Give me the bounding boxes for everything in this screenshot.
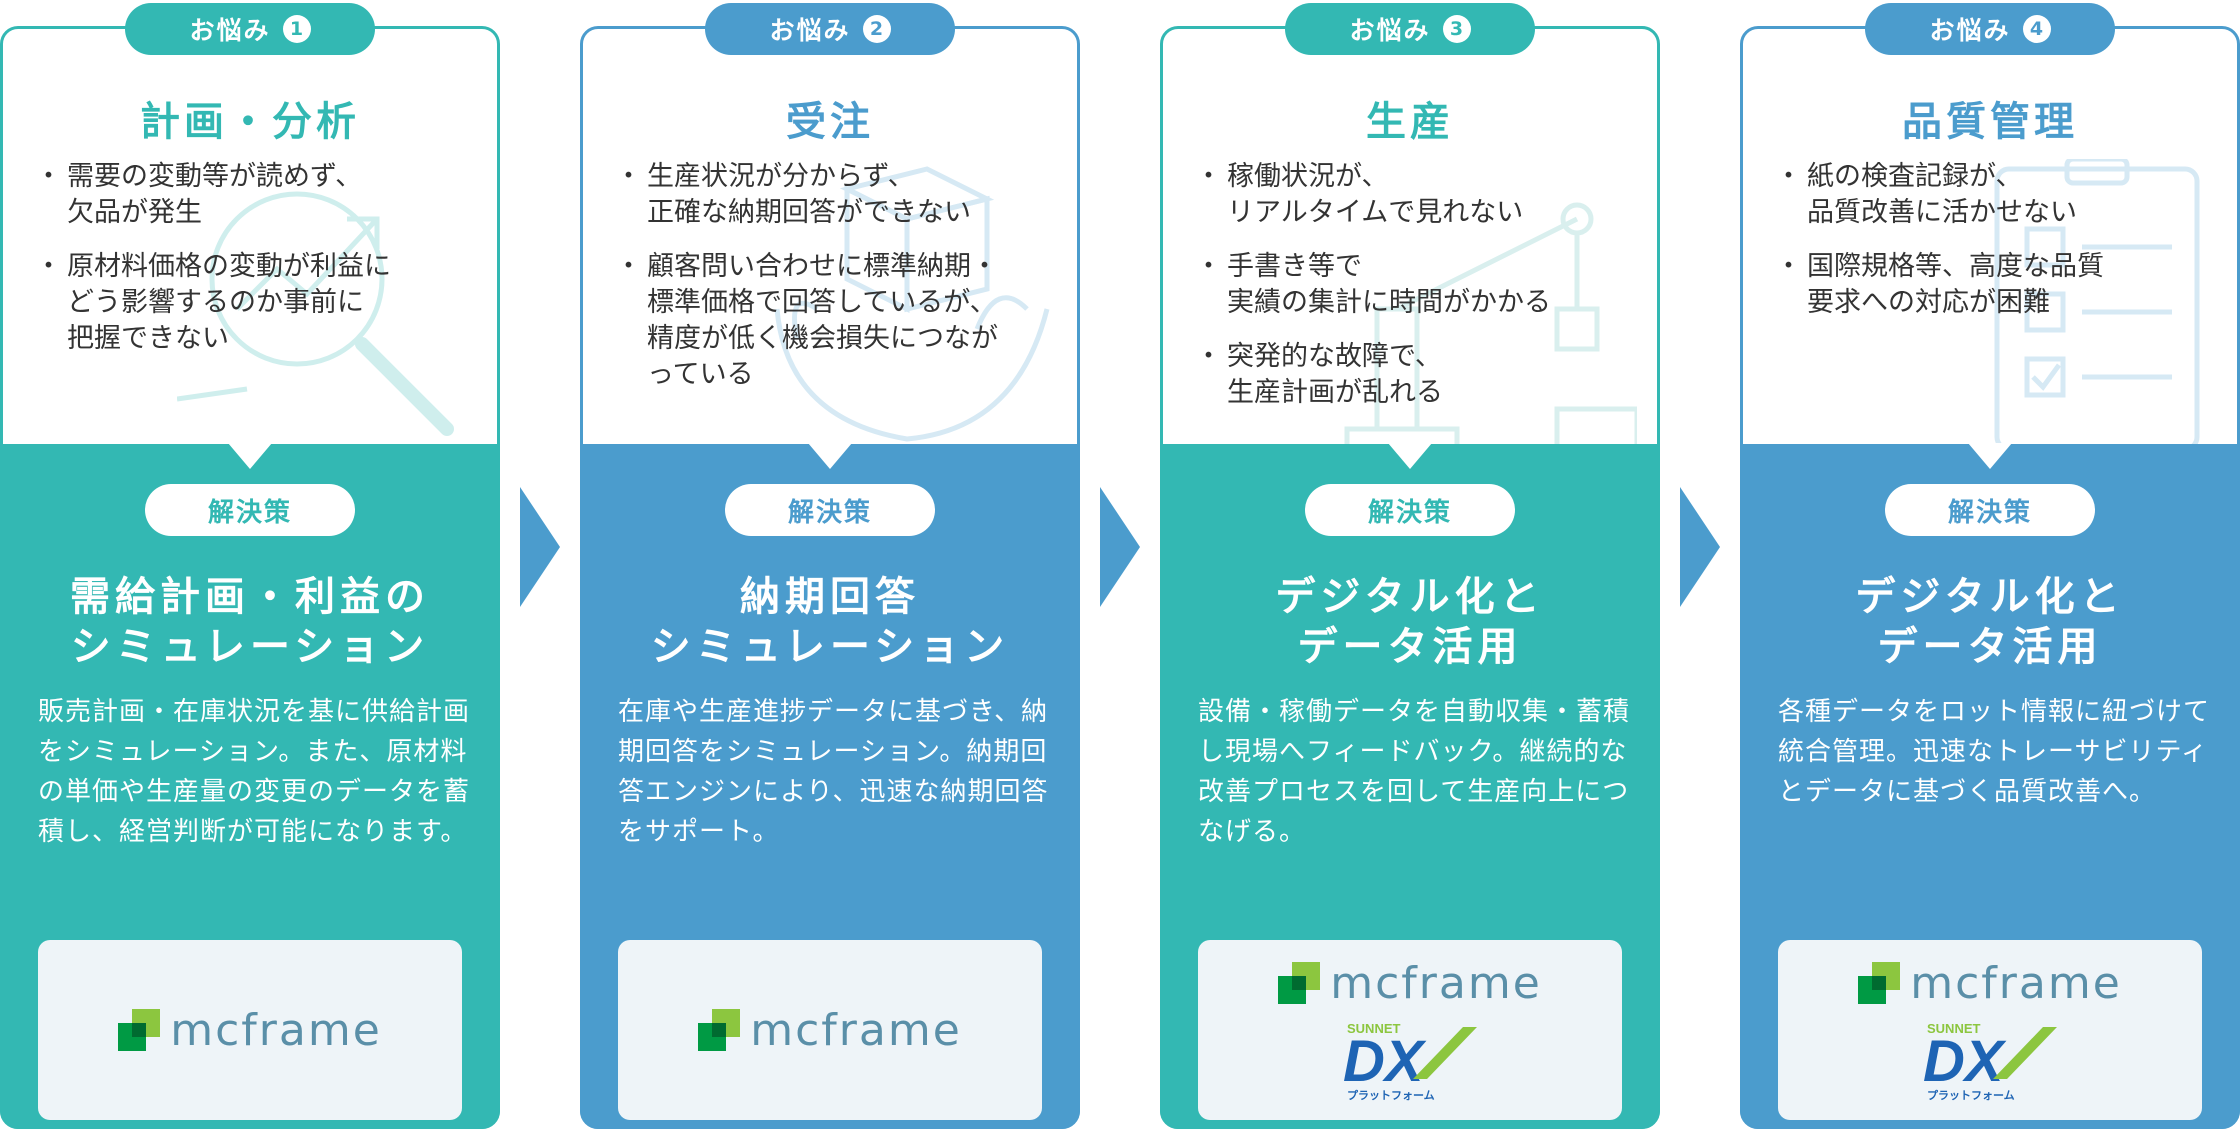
- solution-panel: 解決策 納期回答 シミュレーション 在庫や生産進捗データに基づき、納期回答をシミ…: [580, 443, 1080, 1129]
- solution-description: 在庫や生産進捗データに基づき、納期回答をシミュレーション。納期回答エンジンにより…: [618, 697, 1049, 847]
- solution-panel: 解決策 デジタル化と データ活用 設備・稼働データを自動収集・蓄積し現場へフィー…: [1160, 443, 1660, 1129]
- worry-badge: お悩み 4: [1865, 3, 2115, 55]
- worry-badge: お悩み 2: [705, 3, 955, 55]
- problem-list: 紙の検査記録が、 品質改善に活かせない 国際規格等、高度な品質 要求への対応が困…: [1775, 159, 2217, 339]
- solution-title: 納期回答 シミュレーション: [650, 574, 1010, 670]
- problem-title: 品質管理: [1902, 99, 2078, 145]
- mcframe-logo: mcframe: [1858, 958, 2122, 1009]
- product-logo-box: mcframe SUNNET DX プラットフォーム: [1198, 940, 1622, 1120]
- pointer-notch: [808, 443, 852, 469]
- solution-description: 販売計画・在庫状況を基に供給計画をシミュレーション。また、原材料の単価や生産量の…: [38, 697, 471, 847]
- worry-card-3: お悩み 3 生産 稼働状況が、 リアルタイムで見れない 手書き等で 実績の集計に…: [1160, 3, 1660, 1129]
- solution-panel: 解決策 デジタル化と データ活用 各種データをロット情報に紐づけて統合管理。迅速…: [1740, 443, 2240, 1129]
- solution-badge: 解決策: [1305, 484, 1515, 536]
- mcframe-mark-icon: [1278, 962, 1321, 1004]
- solution-title: デジタル化と データ活用: [1855, 574, 2125, 670]
- worry-badge-label: お悩み: [769, 16, 851, 45]
- dx-logo-text: DX: [1923, 1029, 2007, 1094]
- mcframe-logo-text: mcframe: [750, 1004, 962, 1056]
- problem-list: 生産状況が分からず、 正確な納期回答ができない 顧客問い合わせに標準納期・ 標準…: [615, 159, 1057, 411]
- problem-item: 需要の変動等が読めず、 欠品が発生: [35, 159, 477, 231]
- solution-title: デジタル化と データ活用: [1275, 574, 1545, 670]
- worry-badge-number: 2: [862, 15, 891, 43]
- worry-card-2: お悩み 2 受注 生産状況が分からず、 正確な納期回答ができない 顧客問い合わせ…: [580, 3, 1080, 1129]
- worry-badge: お悩み 3: [1285, 3, 1535, 55]
- problem-item: 原材料価格の変動が利益に どう影響するのか事前に 把握できない: [35, 249, 477, 357]
- problem-list: 稼働状況が、 リアルタイムで見れない 手書き等で 実績の集計に時間がかかる 突発…: [1195, 159, 1637, 429]
- problem-item: 紙の検査記録が、 品質改善に活かせない: [1775, 159, 2217, 231]
- problem-item: 突発的な故障で、 生産計画が乱れる: [1195, 339, 1637, 411]
- product-logo-box: mcframe: [618, 940, 1042, 1120]
- worry-card-1: お悩み 1 計画・分析 需要の変動等が読めず、 欠品が発生 原材料価格の変動が利…: [0, 3, 500, 1129]
- product-logo-box: mcframe: [38, 940, 462, 1120]
- problem-item: 顧客問い合わせに標準納期・ 標準価格で回答しているが、 精度が低く機会損失につな…: [615, 249, 1057, 393]
- problem-item: 国際規格等、高度な品質 要求への対応が困難: [1775, 249, 2217, 321]
- problem-item: 手書き等で 実績の集計に時間がかかる: [1195, 249, 1637, 321]
- pointer-notch: [228, 443, 272, 469]
- product-logo-box: mcframe SUNNET DX プラットフォーム: [1778, 940, 2202, 1120]
- dx-logo-text: DX: [1343, 1029, 1427, 1094]
- mcframe-logo: mcframe: [1278, 958, 1542, 1009]
- mcframe-logo: mcframe: [118, 1005, 382, 1056]
- mcframe-logo: mcframe: [698, 1005, 962, 1056]
- flow-arrow-icon: [520, 487, 560, 607]
- mcframe-mark-icon: [118, 1009, 161, 1051]
- solution-badge: 解決策: [145, 484, 355, 536]
- sunnet-logo-text: SUNNET: [1927, 1021, 1981, 1036]
- sunnet-dx-platform-logo: SUNNET DX プラットフォーム: [1923, 1021, 2057, 1102]
- pointer-notch: [1968, 443, 2012, 469]
- dx-logo-subtext: プラットフォーム: [1927, 1088, 2015, 1102]
- worry-card-4: お悩み 4 品質管理 紙の検査記録が、 品質改善に活かせない 国際規格等、高度な…: [1740, 3, 2240, 1129]
- pointer-notch: [1388, 443, 1432, 469]
- problem-title: 計画・分析: [140, 99, 360, 145]
- problem-list: 需要の変動等が読めず、 欠品が発生 原材料価格の変動が利益に どう影響するのか事…: [35, 159, 477, 375]
- solution-panel: 解決策 需給計画・利益の シミュレーション 販売計画・在庫状況を基に供給計画をシ…: [0, 443, 500, 1129]
- problem-item: 稼働状況が、 リアルタイムで見れない: [1195, 159, 1637, 231]
- mcframe-mark-icon: [698, 1009, 741, 1051]
- dx-logo-subtext: プラットフォーム: [1347, 1088, 1435, 1102]
- worry-badge-number: 3: [1442, 15, 1471, 43]
- worry-badge-number: 4: [2022, 15, 2051, 43]
- problem-item: 生産状況が分からず、 正確な納期回答ができない: [615, 159, 1057, 231]
- problem-title: 生産: [1366, 99, 1454, 145]
- problem-title: 受注: [786, 99, 874, 145]
- mcframe-logo-text: mcframe: [170, 1004, 382, 1056]
- worry-badge-label: お悩み: [189, 16, 271, 45]
- worry-badge: お悩み 1: [125, 3, 375, 55]
- mcframe-mark-icon: [1858, 962, 1901, 1004]
- solution-description: 設備・稼働データを自動収集・蓄積し現場へフィードバック。継続的な改善プロセスを回…: [1198, 697, 1631, 847]
- solution-badge: 解決策: [1885, 484, 2095, 536]
- worry-badge-label: お悩み: [1349, 16, 1431, 45]
- mcframe-logo-text: mcframe: [1330, 957, 1542, 1009]
- worry-badge-label: お悩み: [1929, 16, 2011, 45]
- solution-title: 需給計画・利益の シミュレーション: [70, 574, 430, 670]
- flow-arrow-icon: [1100, 487, 1140, 607]
- mcframe-logo-text: mcframe: [1910, 957, 2122, 1009]
- flow-arrow-icon: [1680, 487, 1720, 607]
- sunnet-logo-text: SUNNET: [1347, 1021, 1401, 1036]
- sunnet-dx-platform-logo: SUNNET DX プラットフォーム: [1343, 1021, 1477, 1102]
- worry-badge-number: 1: [282, 15, 311, 43]
- solution-badge: 解決策: [725, 484, 935, 536]
- solution-description: 各種データをロット情報に紐づけて統合管理。迅速なトレーサビリティとデータに基づく…: [1778, 697, 2211, 807]
